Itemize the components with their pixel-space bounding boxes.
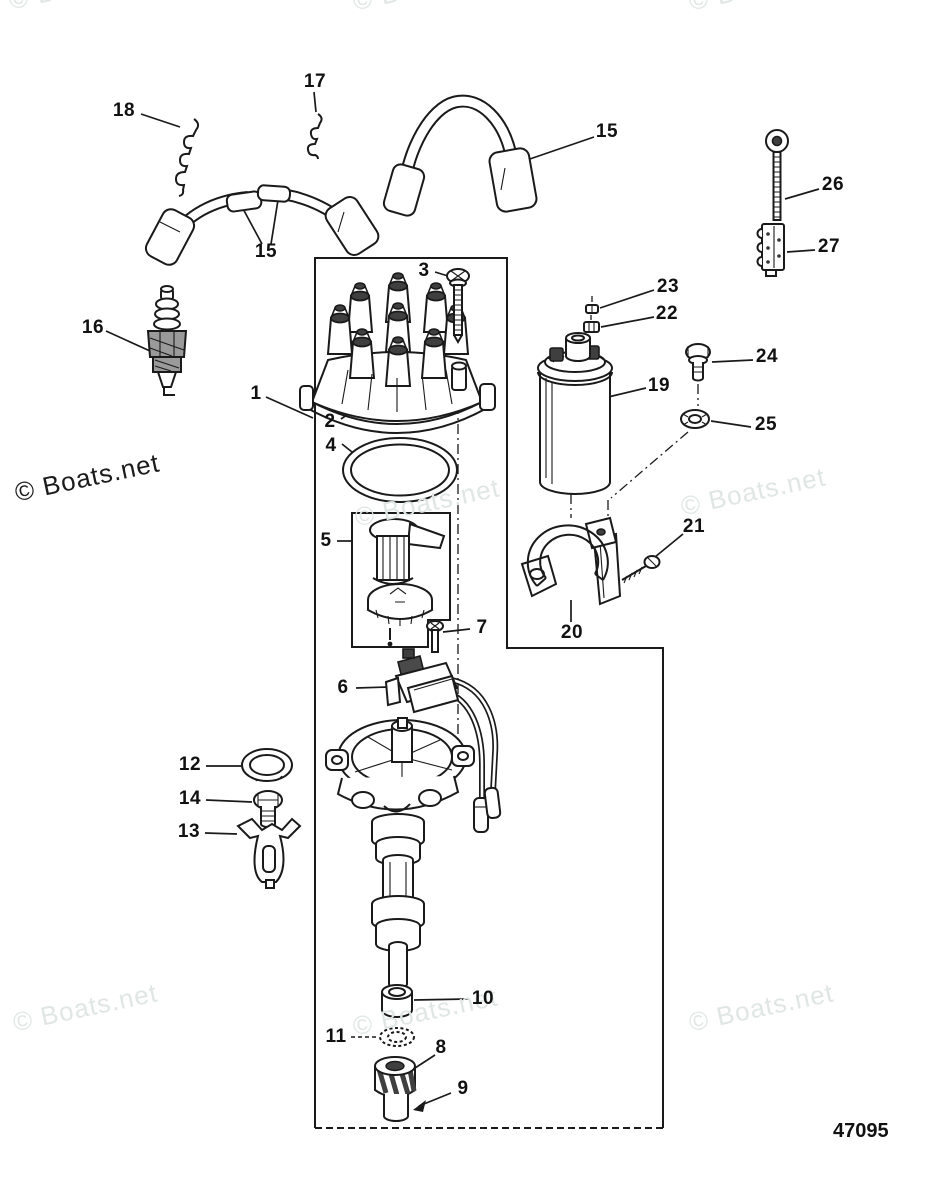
distributor-body — [325, 717, 475, 989]
distributor-cap-2 — [299, 272, 496, 434]
sensor-6 — [384, 648, 502, 833]
callout-21: 21 — [682, 516, 706, 537]
callout-20: 20 — [560, 622, 584, 643]
callout-26: 26 — [821, 174, 845, 195]
shim-washer-11 — [379, 1027, 415, 1047]
bracket-screw-21 — [621, 555, 661, 584]
callout-17: 17 — [303, 71, 327, 92]
gear-sleeve-9 — [383, 1094, 409, 1122]
coil-bracket-20 — [520, 516, 622, 606]
drive-gear-8 — [374, 1056, 417, 1122]
leader-lines — [105, 91, 820, 1112]
callout-9: 9 — [457, 1078, 469, 1099]
spark-plug-16 — [146, 285, 188, 396]
callout-3: 3 — [418, 260, 430, 281]
washer-12 — [241, 748, 293, 782]
figure-number: 47095 — [833, 1120, 889, 1142]
callout-18: 18 — [112, 100, 136, 121]
callout-15: 15 — [254, 241, 278, 262]
stud-26 — [765, 129, 789, 221]
wire-clip-17 — [306, 113, 323, 160]
spark-plug-wire-top-15 — [382, 94, 538, 217]
rotor-screw-7 — [426, 620, 444, 653]
callout-5: 5 — [320, 530, 332, 551]
callout-19: 19 — [647, 375, 671, 396]
bolt-24 — [685, 343, 711, 382]
callout-14: 14 — [178, 788, 202, 809]
callout-24: 24 — [755, 346, 779, 367]
callout-25: 25 — [754, 414, 778, 435]
callout-12: 12 — [178, 754, 202, 775]
ignition-coil-19 — [537, 332, 613, 495]
o-ring-4 — [342, 437, 458, 503]
callout-11: 11 — [325, 1026, 347, 1047]
wire-separator-27 — [756, 223, 785, 277]
callout-7: 7 — [476, 617, 488, 638]
callout-23: 23 — [656, 276, 680, 297]
callout-1: 1 — [250, 383, 262, 404]
rotor-kit-box-5 — [351, 512, 451, 648]
callout-4: 4 — [325, 435, 337, 456]
callout-27: 27 — [817, 236, 841, 257]
wire-retainer-18 — [174, 118, 200, 197]
callout-10: 10 — [471, 988, 495, 1009]
clamp-13 — [236, 817, 302, 889]
cap-screw-3 — [446, 268, 470, 345]
callout-8: 8 — [435, 1037, 447, 1058]
nut-22 — [583, 321, 600, 333]
bolt-14 — [253, 790, 283, 828]
callout-2: 2 — [324, 411, 336, 432]
callout-13: 13 — [177, 821, 201, 842]
spark-plug-wire-left-15 — [144, 184, 380, 266]
callout-15: 15 — [595, 121, 619, 142]
callout-22: 22 — [655, 303, 679, 324]
callout-16: 16 — [81, 317, 105, 338]
nut-23 — [585, 304, 599, 314]
washer-25 — [680, 409, 710, 429]
bushing-10 — [381, 984, 413, 1018]
callout-6: 6 — [337, 677, 349, 698]
